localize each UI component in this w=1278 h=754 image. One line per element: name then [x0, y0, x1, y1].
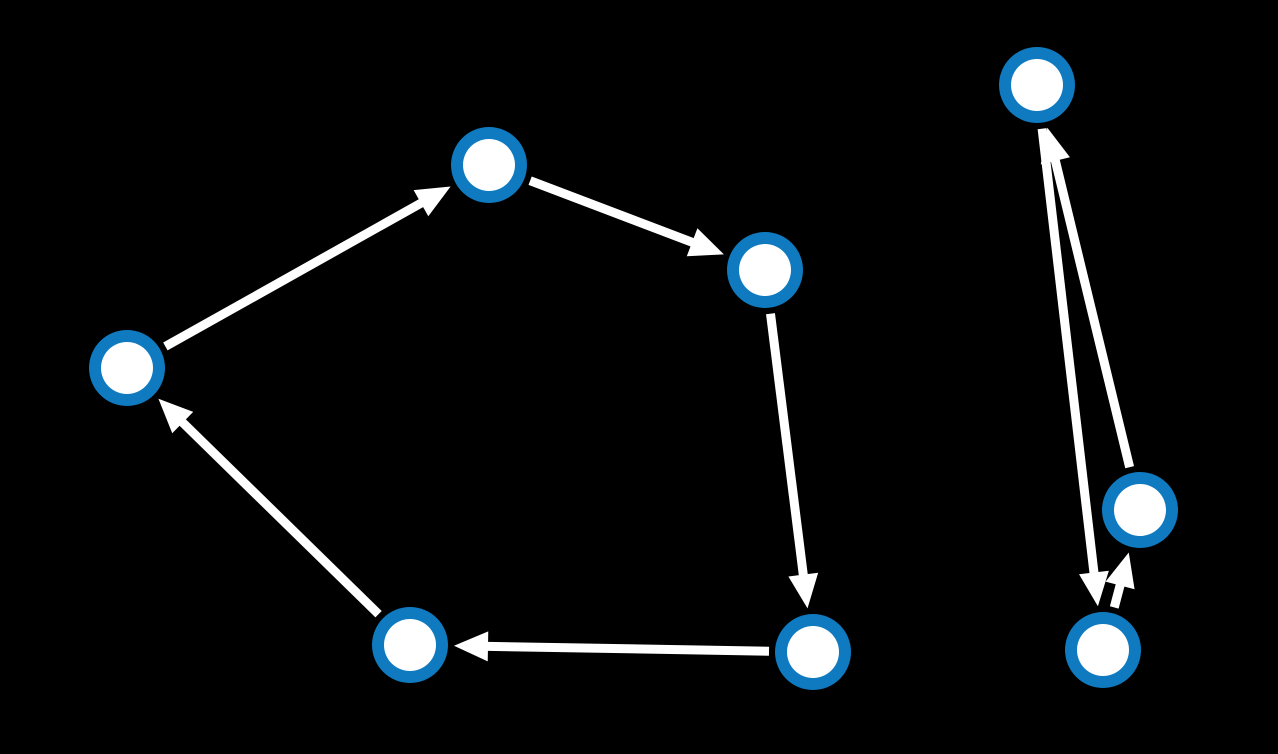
graph-node[interactable]	[451, 127, 527, 203]
edge-shaft	[528, 176, 700, 249]
graph-edge[interactable]	[528, 176, 724, 257]
node-core	[739, 244, 791, 296]
arrow-head-icon	[158, 398, 194, 434]
graph-edge[interactable]	[766, 313, 819, 609]
node-core	[787, 626, 839, 678]
arrow-head-icon	[413, 186, 451, 217]
nodes-layer	[89, 47, 1178, 690]
node-core	[384, 619, 436, 671]
edges-layer	[158, 127, 1135, 662]
arrow-head-icon	[1040, 127, 1070, 165]
graph-edge[interactable]	[163, 186, 451, 351]
graph-node[interactable]	[89, 330, 165, 406]
graph-edge[interactable]	[1040, 127, 1135, 469]
graph-node[interactable]	[372, 607, 448, 683]
edge-shaft	[175, 415, 382, 618]
graph-node[interactable]	[727, 232, 803, 308]
edge-shaft	[163, 196, 429, 351]
node-core	[1077, 624, 1129, 676]
edge-shaft	[1049, 153, 1135, 469]
arrow-head-icon	[1079, 570, 1109, 607]
edge-shaft	[766, 313, 809, 582]
graph-edge[interactable]	[1037, 128, 1109, 607]
node-core	[1114, 484, 1166, 536]
graph-edge[interactable]	[453, 631, 770, 662]
edge-shaft	[1037, 128, 1100, 580]
graph-node[interactable]	[1065, 612, 1141, 688]
arrow-head-icon	[788, 572, 819, 609]
node-core	[463, 139, 515, 191]
graph-node[interactable]	[775, 614, 851, 690]
node-core	[101, 342, 153, 394]
arrow-head-icon	[686, 228, 724, 257]
graph-node[interactable]	[1102, 472, 1178, 548]
edge-shaft	[481, 641, 770, 656]
graph-node[interactable]	[999, 47, 1075, 123]
arrow-head-icon	[453, 631, 489, 662]
arrow-head-icon	[1105, 552, 1135, 590]
graph-edge[interactable]	[1105, 552, 1135, 609]
graph-edge[interactable]	[158, 398, 382, 618]
node-core	[1011, 59, 1063, 111]
